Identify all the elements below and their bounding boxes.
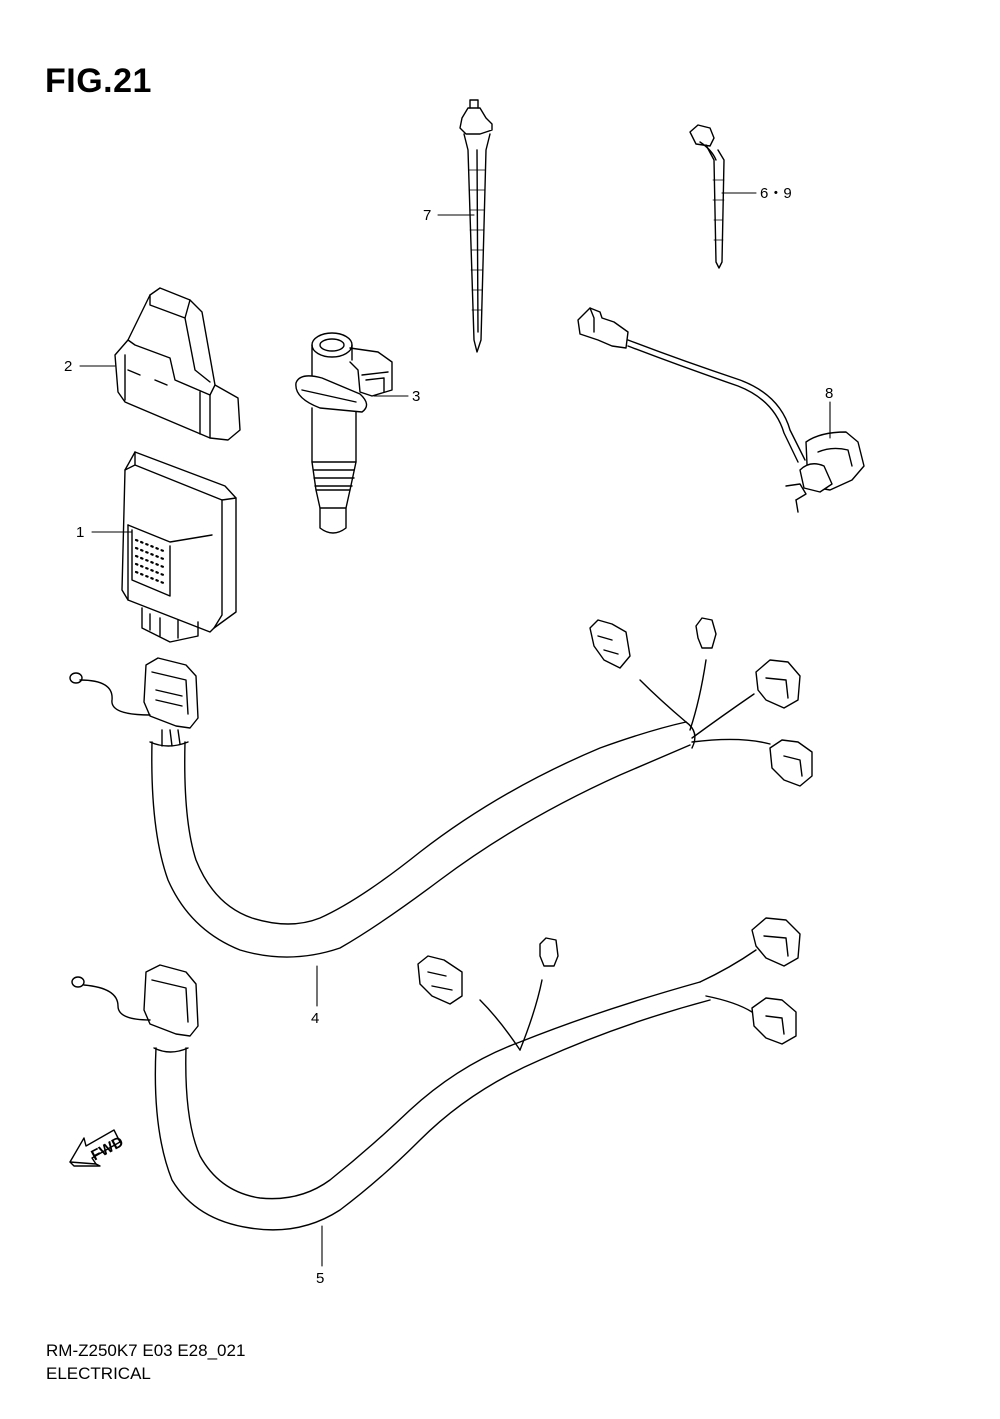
ecm-unit: [121, 451, 237, 643]
ignition-coil: [295, 332, 393, 534]
wiring-harness-sub: [71, 917, 801, 1231]
callout-7: 7: [423, 207, 431, 224]
callout-1: 1: [76, 524, 84, 541]
clamp-short: [689, 124, 725, 269]
callout-8: 8: [825, 385, 833, 402]
callout-4: 4: [311, 1010, 319, 1027]
diagram-code: RM-Z250K7 E03 E28_021: [46, 1341, 246, 1360]
callout-6-9: 6・9: [760, 185, 792, 202]
figure-title: FIG.21: [45, 62, 152, 100]
diagram-section-title: ELECTRICAL: [46, 1364, 151, 1383]
wiring-harness-main: [69, 617, 813, 958]
callout-3: 3: [412, 388, 420, 405]
callout-2: 2: [64, 358, 72, 375]
clamp-long: [459, 99, 493, 353]
leader-lines: [79, 192, 831, 1267]
callout-5: 5: [316, 1270, 324, 1287]
cover-part: [114, 287, 241, 441]
fwd-arrow: [69, 1129, 121, 1167]
sensor-lead: [577, 307, 865, 513]
